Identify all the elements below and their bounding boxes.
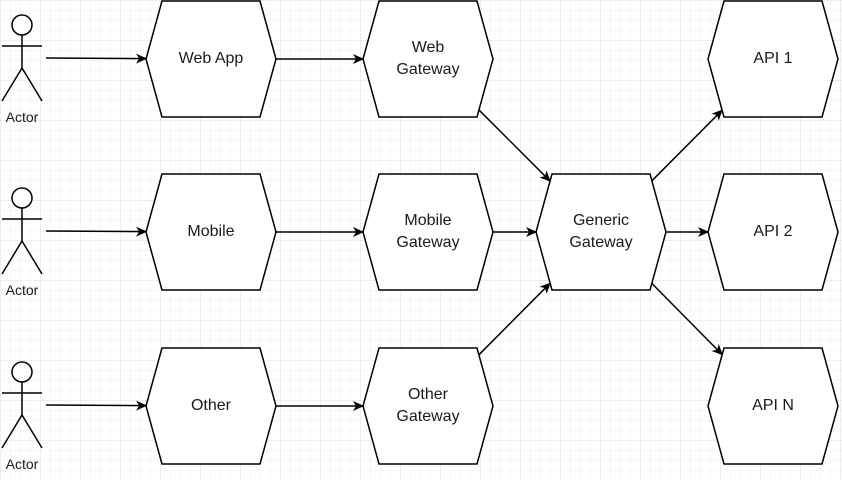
mobile-hexagon[interactable] — [145, 173, 277, 291]
actor-1-figure[interactable] — [1, 14, 43, 102]
actor-right-leg — [21, 414, 43, 449]
edge-web-gateway-to-generic-gateway[interactable] — [478, 109, 551, 182]
actor-left-leg — [1, 240, 23, 275]
actor-left-leg — [1, 67, 23, 102]
nodes-layer — [145, 0, 839, 465]
other-gateway-hexagon[interactable] — [362, 347, 494, 465]
actor-left-leg — [1, 414, 23, 449]
actor-2-figure[interactable] — [1, 187, 43, 275]
api-1-hexagon[interactable] — [707, 0, 839, 118]
generic-gateway-hexagon[interactable] — [535, 173, 667, 291]
actor-3-figure[interactable] — [1, 361, 43, 449]
edges-layer — [45, 53, 723, 411]
mobile-gateway-hexagon[interactable] — [362, 173, 494, 291]
actor-head-icon — [11, 187, 33, 209]
other-hexagon[interactable] — [145, 347, 277, 465]
edge-other-gateway-to-generic-gateway[interactable] — [478, 282, 551, 356]
edge-actor-2-to-mobile[interactable] — [45, 226, 148, 237]
web-gateway-hexagon[interactable] — [362, 0, 494, 118]
api-n-hexagon[interactable] — [707, 347, 839, 465]
actor-right-leg — [21, 240, 43, 275]
edge-actor-1-to-web-app[interactable] — [45, 53, 148, 64]
edge-actor-3-to-other[interactable] — [45, 400, 148, 411]
actors-layer — [1, 14, 43, 449]
actor-right-leg — [21, 67, 43, 102]
edge-generic-gateway-to-api-1[interactable] — [651, 109, 723, 182]
actor-head-icon — [11, 361, 33, 383]
api-2-hexagon[interactable] — [707, 173, 839, 291]
actor-head-icon — [11, 14, 33, 36]
edge-generic-gateway-to-api-n[interactable] — [651, 282, 723, 356]
web-app-hexagon[interactable] — [145, 0, 277, 118]
